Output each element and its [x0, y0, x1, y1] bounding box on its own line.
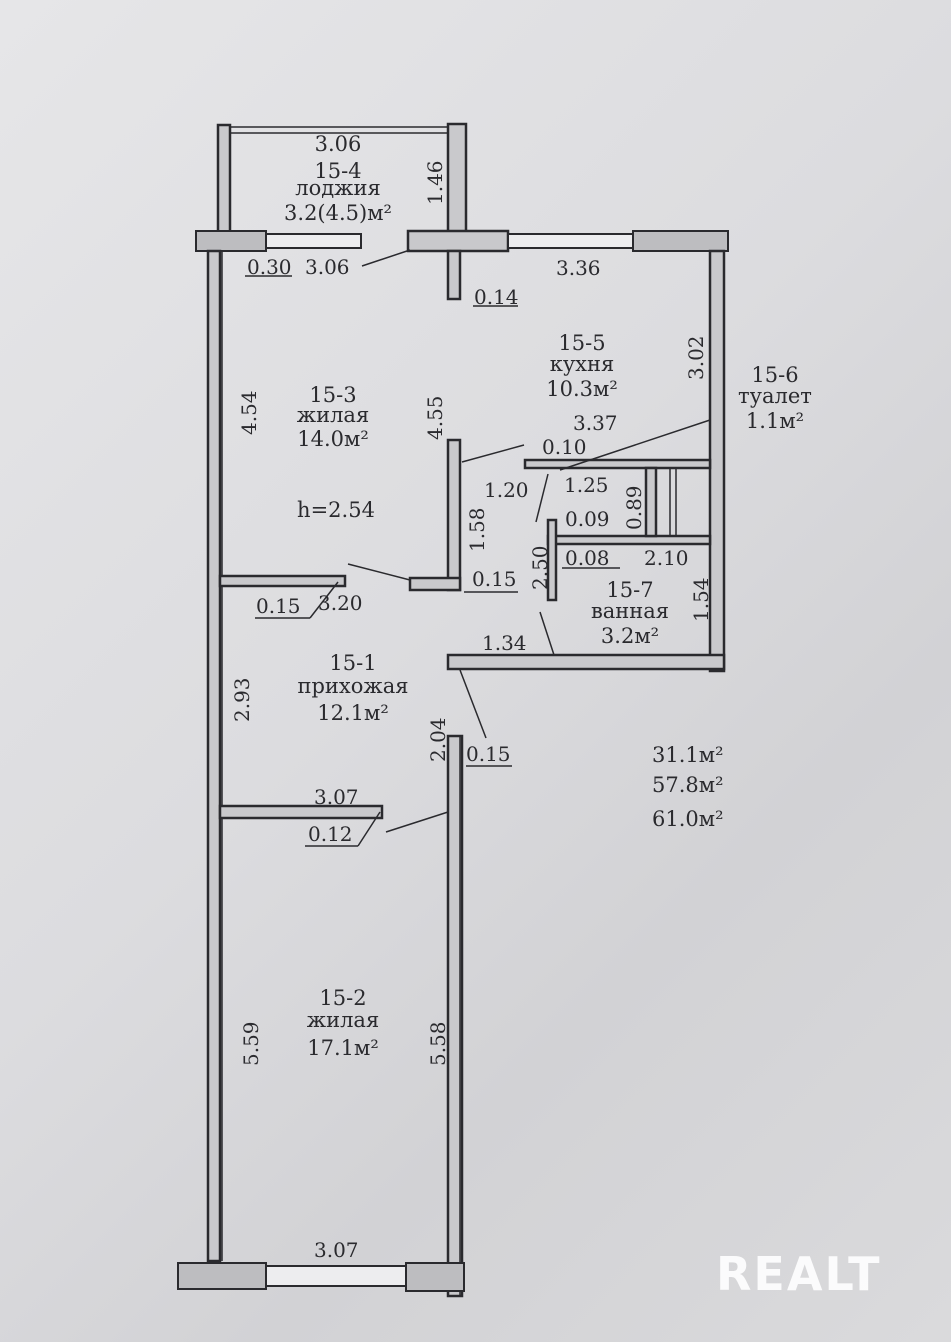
total-living-area: 31.1м² [652, 743, 724, 767]
vertical-dimensions: 1.46 3.02 4.54 4.55 0.89 1.58 2.50 1.54 … [230, 160, 713, 1066]
living2-id: 15-2 [319, 986, 366, 1010]
dim-loggia-wall: 0.30 [247, 255, 292, 279]
bath-id: 15-7 [606, 578, 653, 602]
dim-089: 0.89 [622, 485, 646, 530]
dim-loggia-side: 1.46 [423, 160, 447, 205]
dim-158: 1.58 [465, 507, 489, 552]
dim-250: 2.50 [528, 545, 552, 590]
dim-kitchen-right: 3.02 [684, 335, 708, 380]
room-labels: 3.06 15-4 лоджия 3.2(4.5)м² 15-5 кухня 1… [284, 132, 812, 1060]
hall-area: 12.1м² [317, 701, 389, 725]
living1-id: 15-3 [309, 383, 356, 407]
kitchen-name: кухня [550, 352, 615, 376]
interior-partitions [218, 438, 712, 820]
dim-015a: 0.15 [472, 567, 517, 591]
dim-293: 2.93 [230, 677, 254, 722]
toilet-name: туалет [738, 384, 812, 408]
living1-name: жилая [297, 403, 369, 427]
dim-120: 1.20 [484, 478, 529, 502]
dim-014: 0.14 [474, 285, 519, 309]
loggia-walls [195, 122, 729, 301]
dim-009: 0.09 [565, 507, 610, 531]
living2-name: жилая [307, 1008, 379, 1032]
bottom-wall-window [177, 1262, 465, 1292]
dim-012: 0.12 [308, 822, 353, 846]
dim-558: 5.58 [426, 1021, 450, 1066]
kitchen-area: 10.3м² [546, 377, 618, 401]
bath-name: ванная [591, 599, 669, 623]
toilet-area: 1.1м² [746, 409, 804, 433]
total-area: 57.8м² [652, 773, 724, 797]
horizontal-dimensions: 0.30 3.06 3.36 0.14 3.37 0.10 1.20 1.25 … [247, 255, 689, 1262]
hall-name: прихожая [297, 674, 408, 698]
hall-id: 15-1 [329, 651, 376, 675]
loggia-name: лоджия [295, 176, 380, 200]
dim-015c: 0.15 [466, 742, 511, 766]
dim-559: 5.59 [239, 1021, 263, 1066]
dim-015b: 0.15 [256, 594, 301, 618]
toilet-id: 15-6 [751, 363, 798, 387]
dim-living1-left: 4.54 [237, 390, 261, 435]
dim-134: 1.34 [482, 631, 527, 655]
watermark-logo: REALT [716, 1247, 882, 1301]
dim-kitchen-top: 3.36 [556, 256, 601, 280]
dim-154: 1.54 [689, 577, 713, 622]
dim-210: 2.10 [644, 546, 689, 570]
loggia-id: 15-4 [314, 159, 361, 183]
dim-307b: 3.07 [314, 1238, 359, 1262]
living1-area: 14.0м² [297, 427, 369, 451]
bath-area: 3.2м² [601, 624, 659, 648]
dim-320: 3.20 [318, 591, 363, 615]
dim-loggia-bottom: 3.06 [305, 255, 350, 279]
dim-337: 3.37 [573, 411, 618, 435]
total-area-with-loggia: 61.0м² [652, 807, 724, 831]
leader-lines [245, 249, 711, 847]
left-exterior-wall [206, 249, 222, 1263]
loggia-top-dim: 3.06 [315, 132, 362, 156]
dim-125: 1.25 [564, 473, 609, 497]
dim-010: 0.10 [542, 435, 587, 459]
ceiling-height: h=2.54 [297, 498, 375, 522]
kitchen-id: 15-5 [558, 331, 605, 355]
dim-living1-right: 4.55 [423, 395, 447, 440]
loggia-area: 3.2(4.5)м² [284, 201, 392, 225]
living2-area: 17.1м² [307, 1036, 379, 1060]
dim-204: 2.04 [426, 717, 450, 762]
dim-307a: 3.07 [314, 785, 359, 809]
dim-008: 0.08 [565, 546, 610, 570]
area-totals: 31.1м² 57.8м² 61.0м² [652, 743, 724, 831]
